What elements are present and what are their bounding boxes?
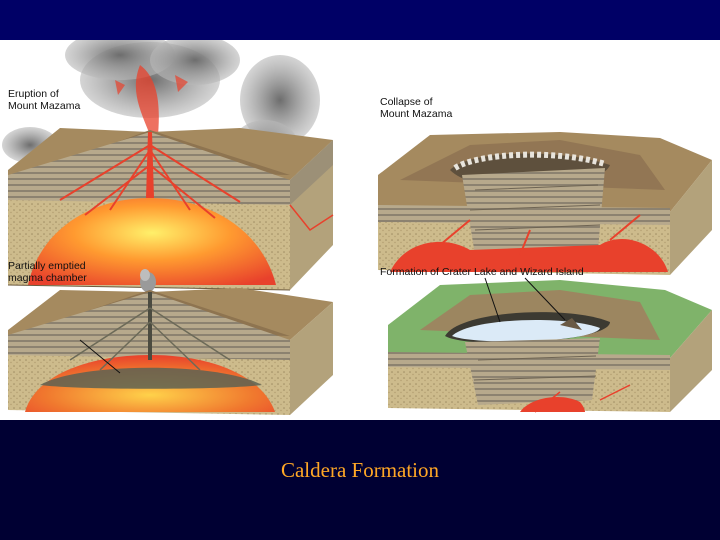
caldera-diagram: Eruption of Mount Mazama Collapse of Mou… bbox=[0, 40, 720, 420]
panel-label-partially-emptied: Partially emptied magma chamber bbox=[8, 260, 87, 284]
diagram-artwork bbox=[0, 40, 720, 420]
slide-header-bar bbox=[0, 0, 720, 40]
panel-eruption bbox=[2, 40, 333, 290]
panel-crater-lake bbox=[388, 278, 712, 412]
panel-label-collapse: Collapse of Mount Mazama bbox=[380, 96, 452, 120]
panel-label-crater-lake: Formation of Crater Lake and Wizard Isla… bbox=[380, 266, 584, 278]
slide-caption: Caldera Formation bbox=[0, 458, 720, 483]
panel-collapse bbox=[378, 132, 712, 275]
panel-partially-emptied bbox=[8, 269, 333, 415]
panel-label-eruption: Eruption of Mount Mazama bbox=[8, 88, 80, 112]
